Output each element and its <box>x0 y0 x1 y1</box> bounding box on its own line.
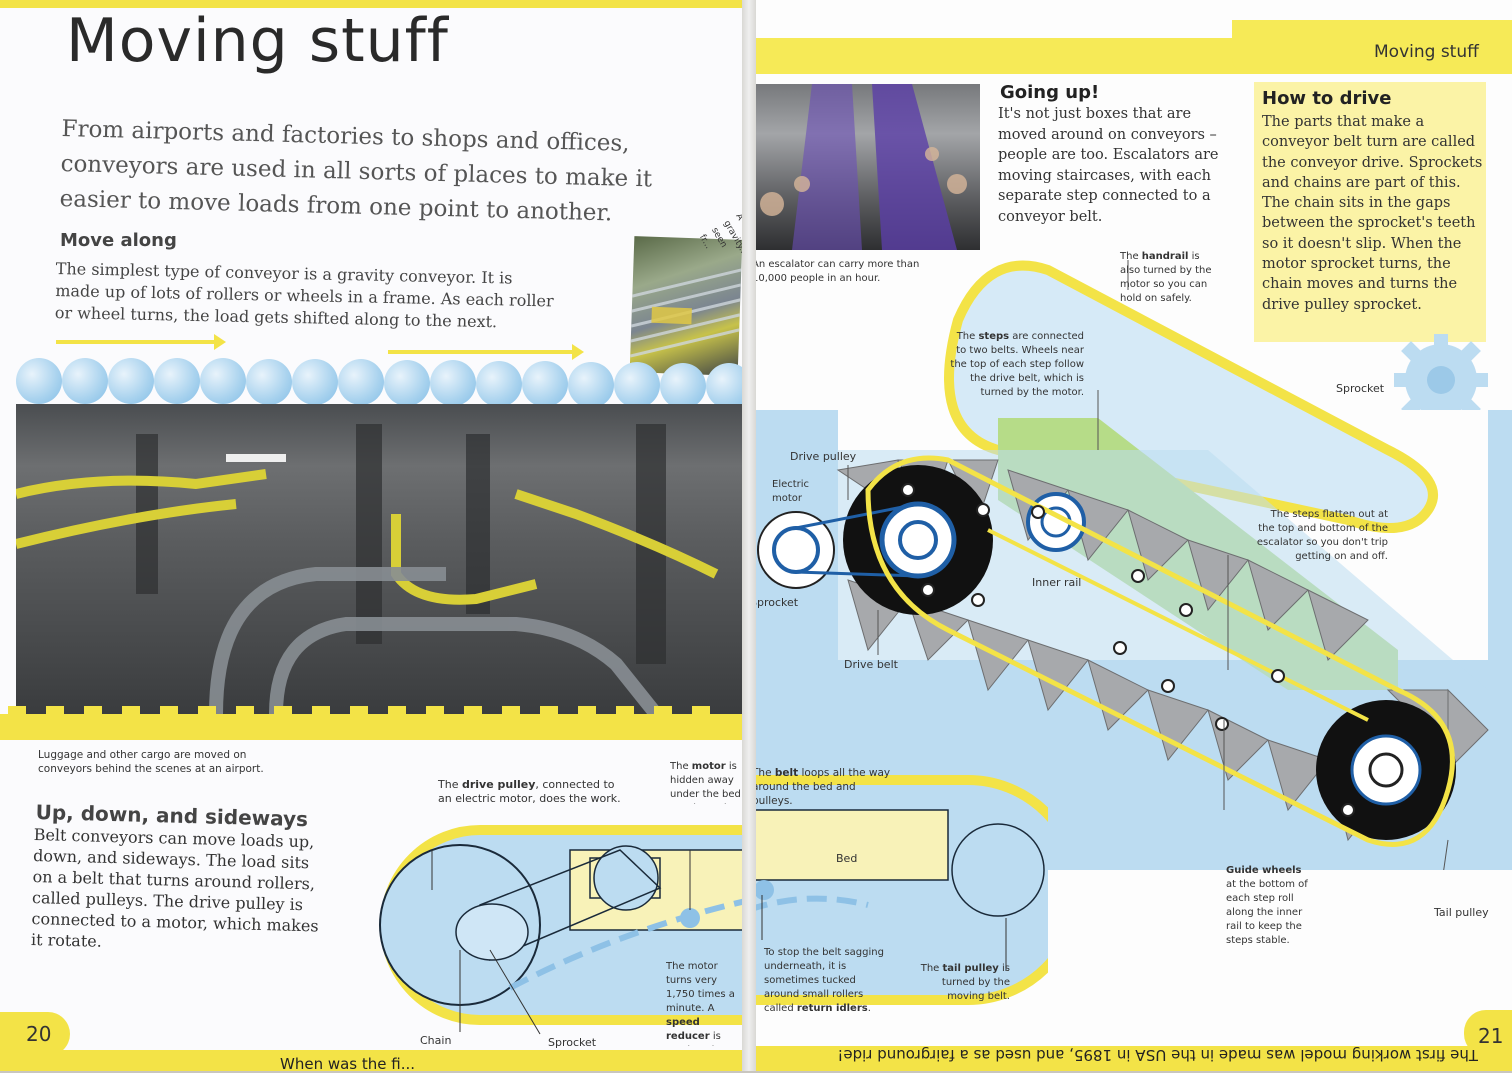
belt-conveyor-diagram-right <box>748 775 1048 1005</box>
roller <box>476 361 522 407</box>
drive-chain <box>795 502 919 578</box>
escalator-diagram <box>748 260 1512 870</box>
drive-pulley-label: The drive pulley, connected to an electr… <box>438 778 621 805</box>
roller <box>522 361 568 407</box>
airport-caption: Luggage and other cargo are moved on con… <box>38 749 264 775</box>
drive-sprocket <box>455 903 529 961</box>
header-yellow-tab <box>1232 20 1512 74</box>
handrail-label: The handrail is also turned by the motor… <box>1120 251 1212 304</box>
roller <box>108 358 154 404</box>
motor-label: The motor is hidden away under the bed t… <box>670 761 743 804</box>
drive-pulley-label-right: Drive pulley <box>790 450 857 463</box>
escalator-photo <box>752 84 980 250</box>
roller <box>568 362 614 408</box>
arrow-right-2 <box>388 344 584 360</box>
roller-row <box>0 354 752 409</box>
inner-rail-label: Inner rail <box>1032 576 1082 589</box>
how-to-drive-box <box>1254 82 1486 342</box>
going-up-text: It's not just boxes that are moved aroun… <box>998 106 1219 225</box>
gravity-conveyor-photo <box>629 236 743 376</box>
footer-text-left: When was the fi... <box>280 1055 416 1073</box>
roller <box>292 359 338 405</box>
belt-conveyor-diagram-left <box>379 825 750 1035</box>
airport-conveyor-photo <box>16 404 746 714</box>
top-yellow-band-left <box>0 0 752 8</box>
roller <box>246 359 292 405</box>
roller <box>154 358 200 404</box>
arrow-right-1 <box>56 334 226 350</box>
handrail <box>944 260 1438 533</box>
move-along-heading: Move along <box>60 230 177 251</box>
motor-sprocket <box>593 845 659 911</box>
how-to-drive-heading: How to drive <box>1262 88 1392 109</box>
steps-label: The steps are connected to two belts. Wh… <box>950 331 1084 398</box>
tail-pulley-right <box>951 823 1045 917</box>
page-number-left: 20 <box>26 1022 52 1046</box>
inner-rail <box>987 528 1369 722</box>
right-header-title: Moving stuff <box>1374 42 1479 62</box>
roller <box>200 358 246 404</box>
page-number-tab-left <box>0 1012 70 1056</box>
going-up-heading: Going up! <box>1000 82 1100 103</box>
sprocket-label-right: Sprocket <box>750 596 799 609</box>
drive-belt-label: Drive belt <box>844 658 898 671</box>
motor-turns-label: The motor turns very 1,750 times a minut… <box>666 961 735 1046</box>
roller <box>62 358 108 404</box>
escalator-caption: An escalator can carry more than 10,000 … <box>752 259 920 284</box>
how-to-drive-text: The parts that make a conveyor belt turn… <box>1262 114 1483 313</box>
roller <box>614 362 660 408</box>
bed-label: Bed <box>836 852 858 865</box>
roller <box>338 359 384 405</box>
sagging-label: To stop the belt sagging underneath, it … <box>764 947 884 1014</box>
tail-pulley-label: Tail pulley <box>1434 906 1489 919</box>
guide-wheels-label: Guide wheels at the bottom of each step … <box>1226 865 1308 946</box>
sprocket-label-box: Sprocket <box>1336 382 1385 395</box>
up-down-text: Belt conveyors can move loads up, down, … <box>30 824 319 951</box>
page-title: Moving stuff <box>66 6 449 76</box>
move-along-text: The simplest type of conveyor is a gravi… <box>54 258 554 332</box>
belt-label: The belt loops all the way around the be… <box>752 767 891 807</box>
tail-pulley-caption: The tail pulley is turned by the moving … <box>920 963 1010 1002</box>
yellow-belt-strip <box>0 706 752 740</box>
sprocket-label-left: Sprocket <box>548 1036 597 1049</box>
roller <box>16 358 62 404</box>
roller <box>384 360 430 406</box>
roller <box>660 363 706 409</box>
book-gutter <box>742 0 756 1071</box>
steps-flatten-label: The steps flatten out at the top and bot… <box>1256 509 1388 562</box>
bed-right <box>748 809 949 881</box>
footer-strip-left <box>0 1050 746 1071</box>
chain-label: Chain <box>420 1034 452 1047</box>
footer-strip-right <box>752 1046 1512 1071</box>
page-number-right: 21 <box>1478 1024 1504 1048</box>
drive-belt <box>865 455 1455 847</box>
intro-paragraph: From airports and factories to shops and… <box>59 115 653 227</box>
roller <box>430 360 476 406</box>
footer-text-right: The first working model was made in the … <box>837 1046 1478 1064</box>
electric-motor-label: Electric motor <box>772 479 810 504</box>
